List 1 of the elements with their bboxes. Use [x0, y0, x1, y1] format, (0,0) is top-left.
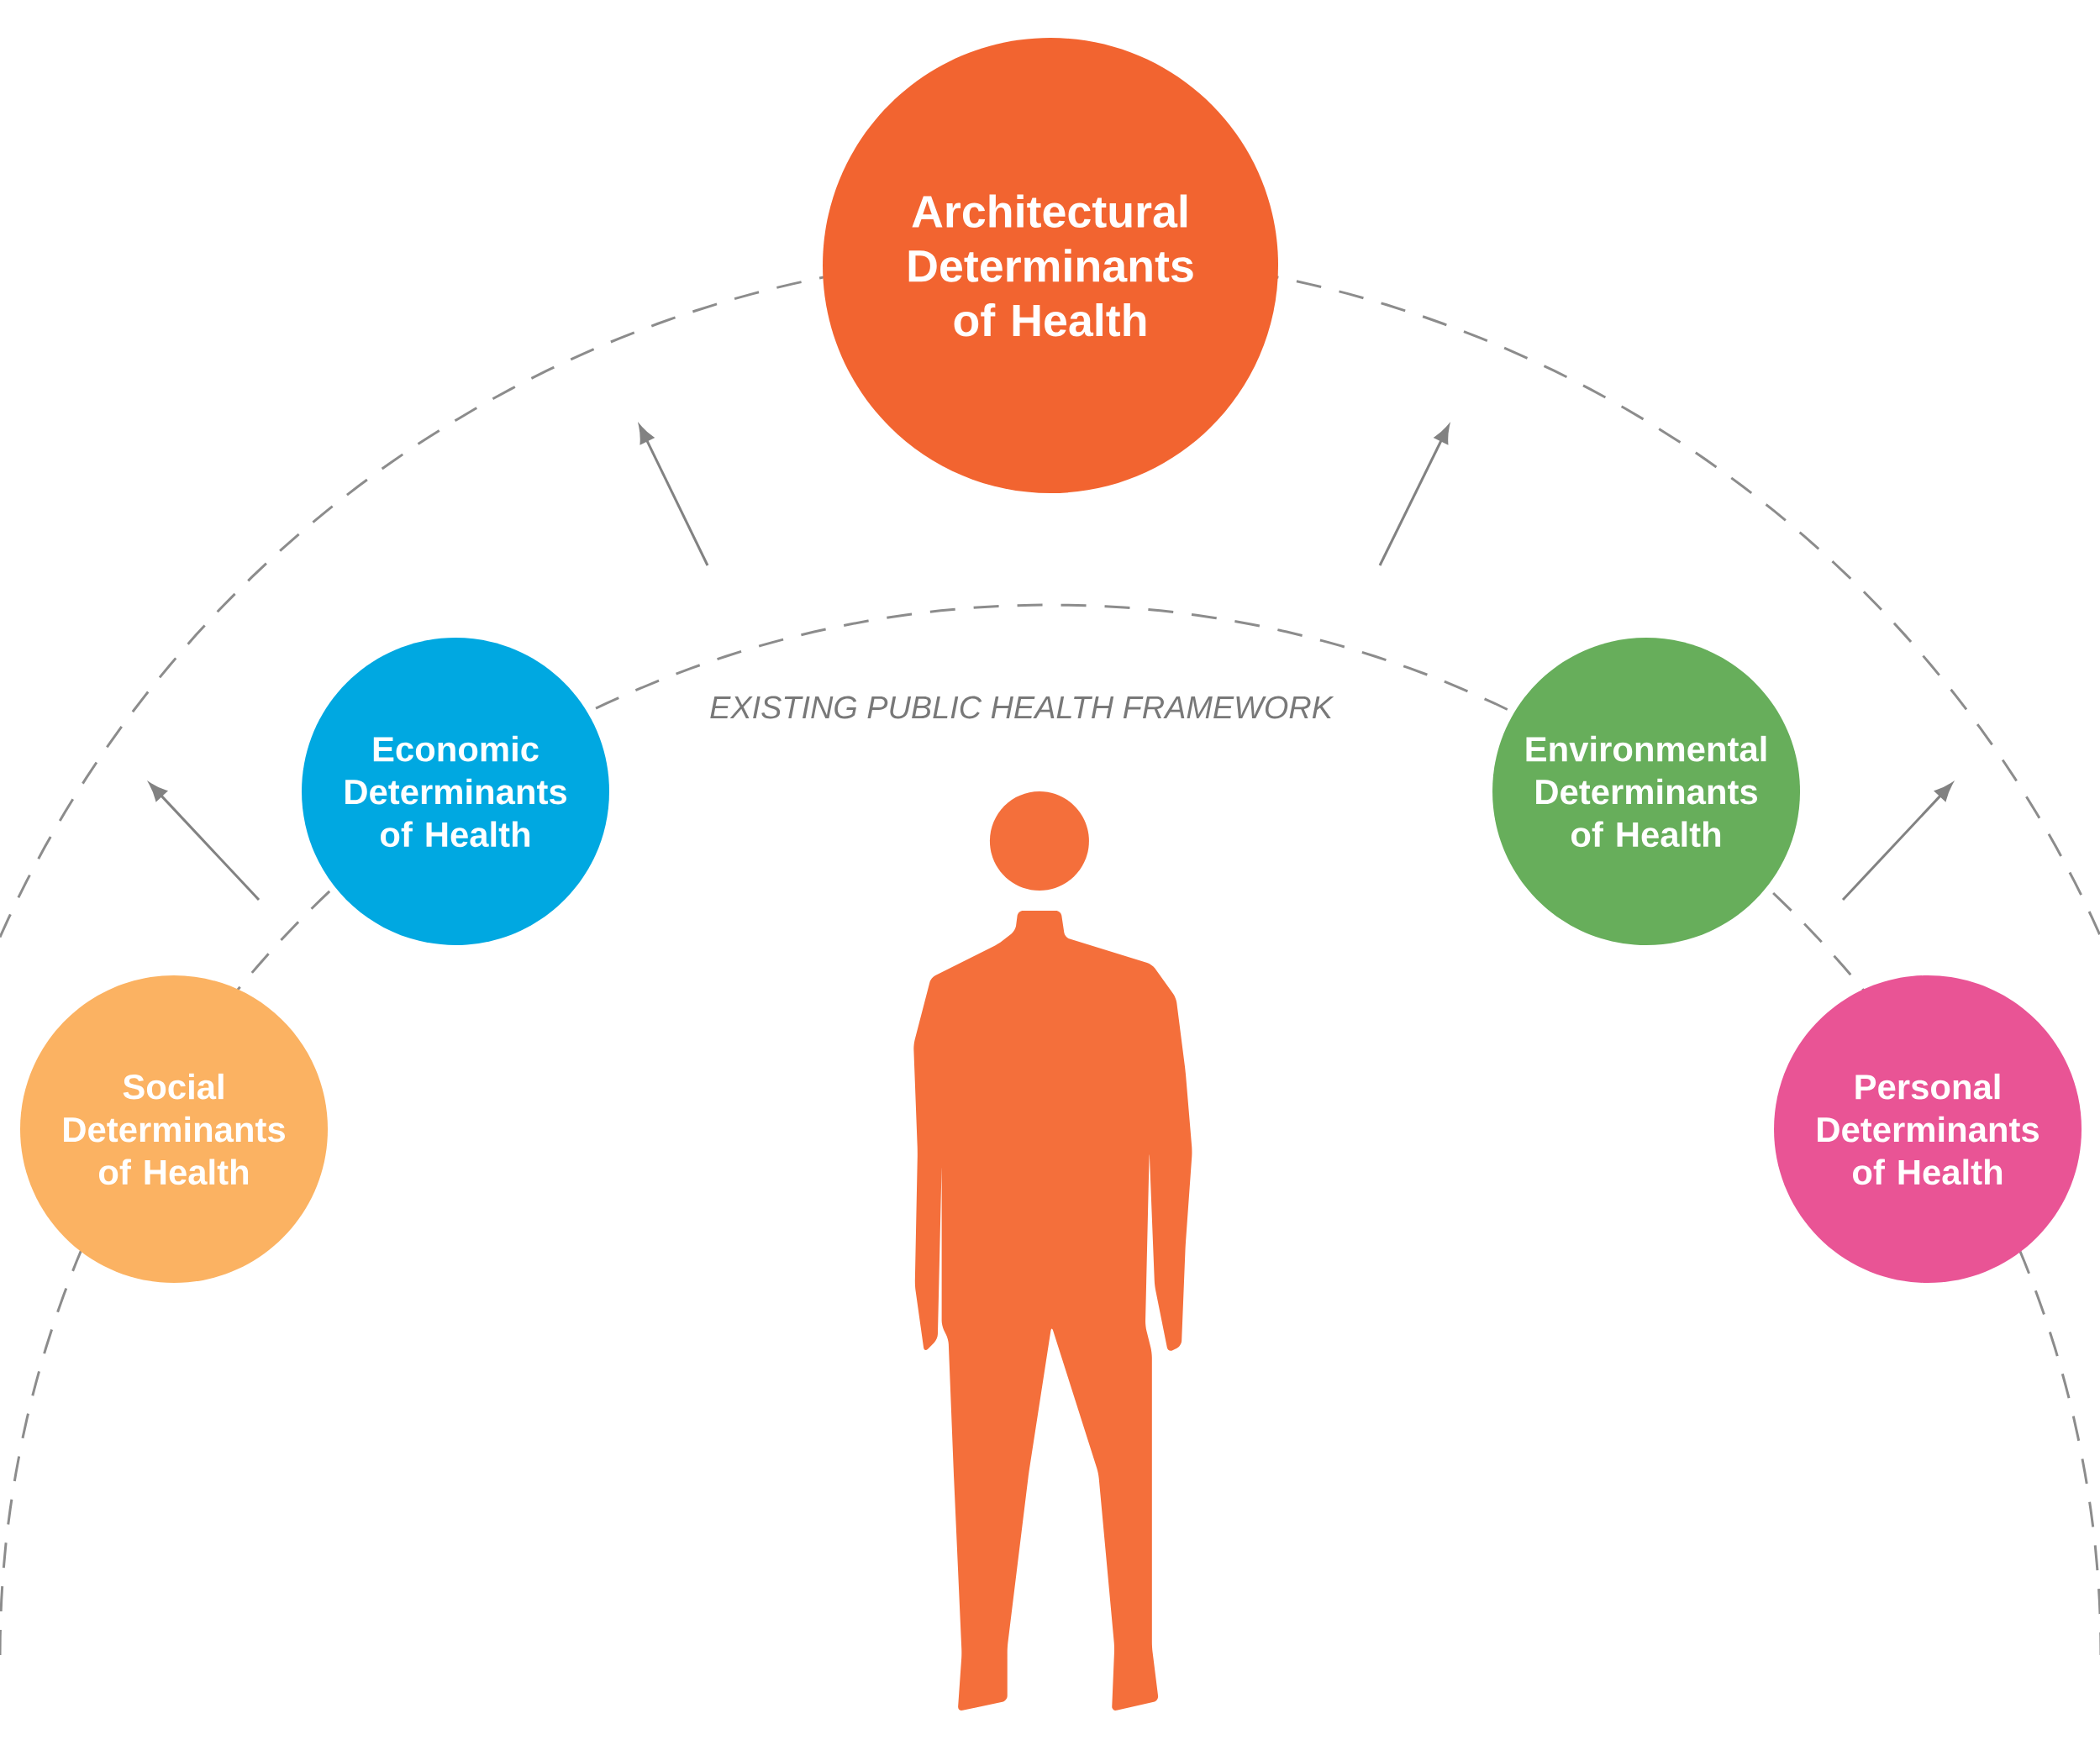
arc-label: EXISTING PUBLIC HEALTH FRAMEWORK	[710, 696, 1334, 719]
